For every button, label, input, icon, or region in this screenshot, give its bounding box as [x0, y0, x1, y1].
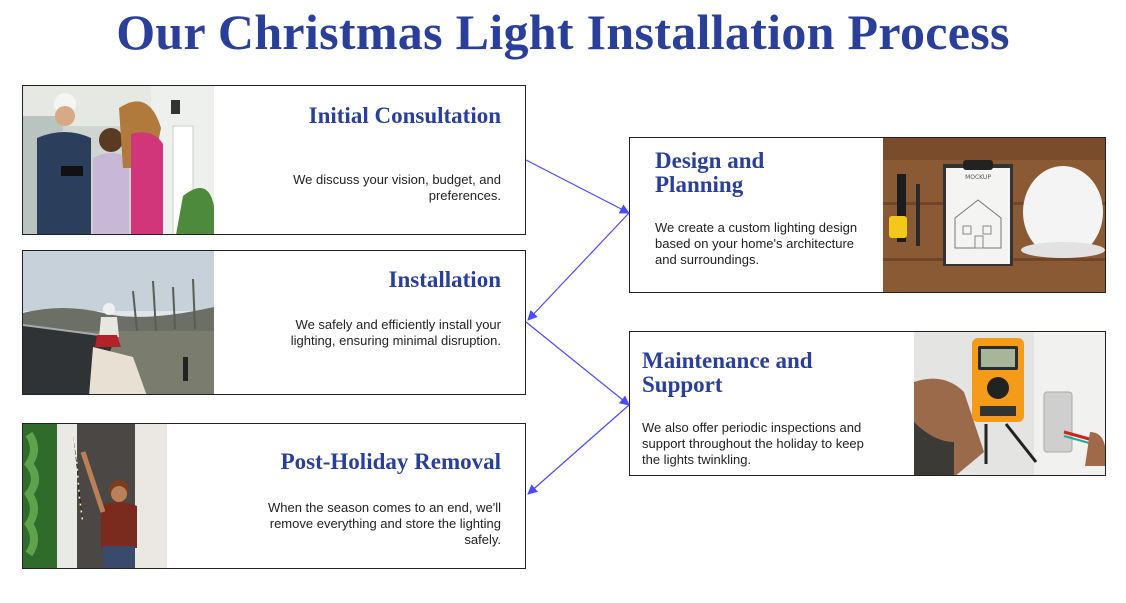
step-card-post-holiday-removal: Post-Holiday Removal When the season com…	[22, 423, 526, 569]
step-title: Design and Planning	[655, 148, 765, 197]
arrow-consultation-to-planning	[525, 159, 630, 214]
arrow-planning-to-installation	[527, 212, 630, 321]
step-card-initial-consultation: Initial Consultation We discuss your vis…	[22, 85, 526, 235]
step-card-maintenance-support: Maintenance and Support We also offer pe…	[629, 331, 1106, 476]
step-card-installation: Installation We safely and efficiently i…	[22, 250, 526, 395]
step-title: Maintenance and Support	[642, 348, 813, 397]
removal-photo	[23, 424, 167, 568]
maintenance-photo	[914, 332, 1105, 475]
clipboard-label: MOCKUP	[965, 174, 991, 181]
arrow-installation-to-maintenance	[525, 321, 630, 406]
page-title: Our Christmas Light Installation Process	[116, 4, 1010, 60]
step-description: When the season comes to an end, we'll r…	[267, 500, 501, 547]
step-title: Installation	[388, 267, 501, 292]
step-title: Post-Holiday Removal	[280, 449, 501, 474]
planning-photo: MOCKUP	[883, 138, 1105, 292]
step-description: We also offer periodic inspections and s…	[642, 420, 864, 467]
arrow-maintenance-to-removal	[527, 404, 630, 495]
step-description: We discuss your vision, budget, and pref…	[293, 172, 501, 203]
step-card-design-planning: Design and Planning We create a custom l…	[629, 137, 1106, 293]
step-title: Initial Consultation	[308, 103, 501, 128]
step-description: We create a custom lighting design based…	[655, 220, 858, 267]
step-description: We safely and efficiently install your l…	[290, 317, 501, 348]
installation-photo	[23, 251, 214, 394]
consultation-photo	[23, 86, 214, 234]
